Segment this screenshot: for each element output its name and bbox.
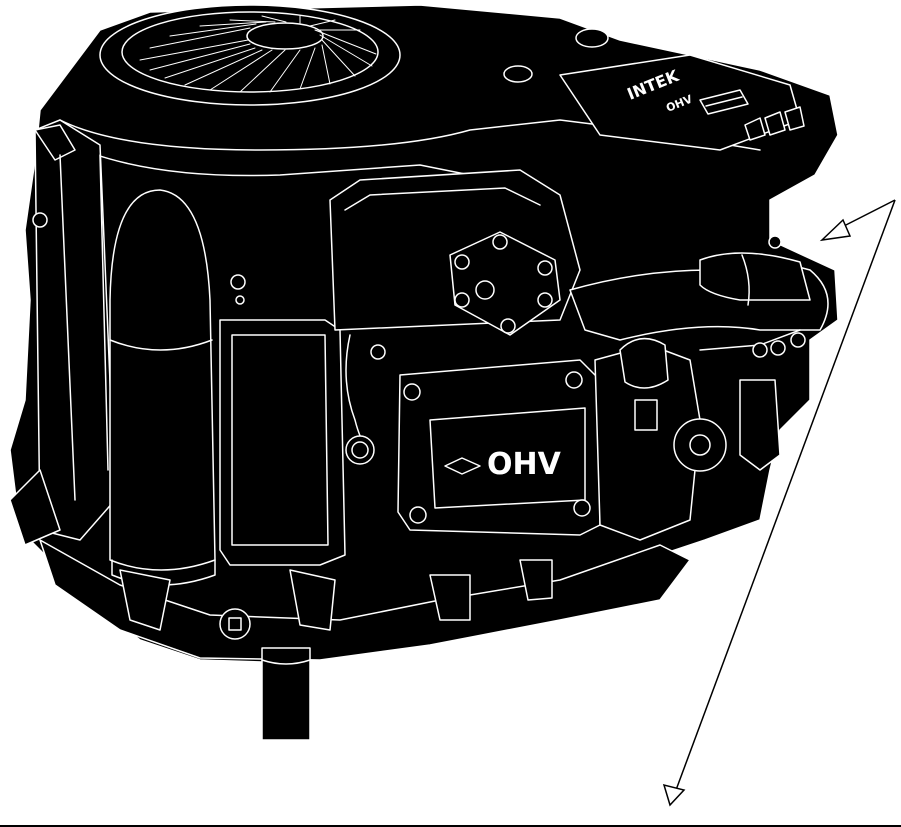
spark-plug-boot-inner (351, 441, 369, 459)
flywheel-grille-slats (139, 15, 377, 93)
side-panel-inner (231, 334, 329, 546)
right-panel (739, 379, 781, 471)
intake-hose-bend (699, 252, 811, 301)
crankshaft-seam (261, 659, 311, 665)
starter-bar-2 (99, 154, 109, 471)
callout-arrowhead-upper (819, 218, 852, 242)
bottom-left-bracket (9, 469, 61, 546)
callout-arrowhead-lower (662, 783, 686, 807)
left-bolts (32, 212, 386, 360)
intake-hose-clamp (741, 254, 750, 306)
cylinder-shroud-inner (344, 187, 541, 211)
flywheel-hub (246, 22, 324, 50)
valve-cover-bolts (403, 371, 591, 524)
briggs-diamond-icon (444, 457, 481, 475)
side-panel (219, 319, 346, 566)
dipstick-cap (503, 65, 533, 83)
callout-arrows (662, 199, 896, 807)
fuel-pump (619, 337, 669, 389)
starter-handle (34, 124, 76, 161)
callout-line-upper (839, 199, 896, 229)
right-bolts (752, 235, 806, 358)
fuel-filter (634, 399, 658, 431)
blower-housing (59, 119, 761, 151)
starter-motor (109, 189, 216, 571)
briggs-logo-icon (699, 89, 749, 115)
carb-bolts (454, 234, 553, 334)
engine-illustration: INTEK OHV (9, 4, 839, 741)
callout-line-lower (675, 199, 896, 791)
oil-fill-cap (575, 28, 609, 48)
air-vents (744, 106, 805, 141)
valve-cover-text: OHV (487, 447, 562, 482)
mounting-feet (119, 559, 553, 631)
carb-plate (449, 231, 561, 336)
drain-plug-square (228, 617, 242, 631)
pulley-hub (689, 434, 711, 456)
flywheel-grille (121, 11, 379, 93)
starter-bar (59, 154, 76, 501)
crankcase-base (39, 539, 691, 661)
starter-motor-band (109, 339, 213, 351)
